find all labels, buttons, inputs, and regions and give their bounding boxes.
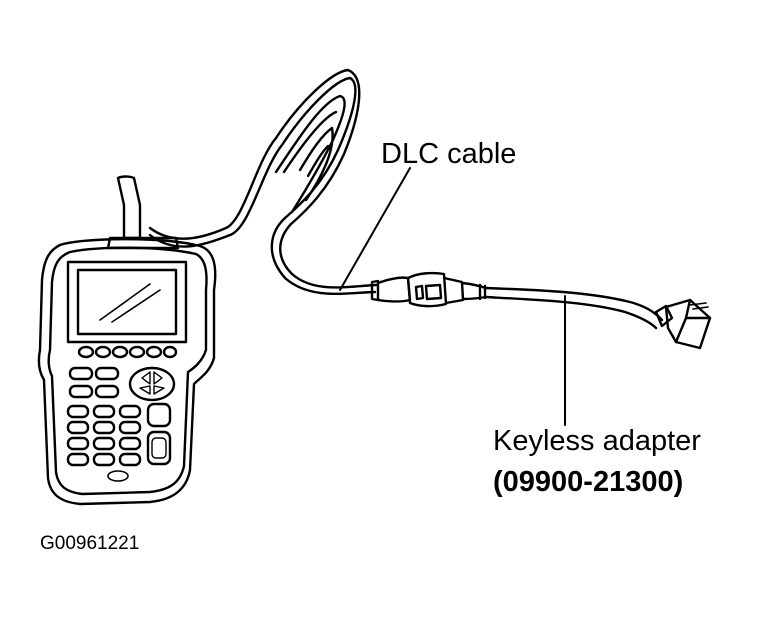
keyless-adapter-label: Keyless adapter <box>493 425 701 457</box>
dlc-cable-label: DLC cable <box>381 138 517 170</box>
cable-connector <box>370 271 488 308</box>
figure-id: G00961221 <box>40 533 140 554</box>
leader-lines <box>339 167 566 426</box>
dlc-leader-line <box>339 167 411 291</box>
keyless-adapter-cable <box>484 286 712 350</box>
scan-tool-device <box>37 175 217 506</box>
dlc-cable <box>148 68 379 296</box>
part-number-label: (09900-21300) <box>493 466 684 498</box>
